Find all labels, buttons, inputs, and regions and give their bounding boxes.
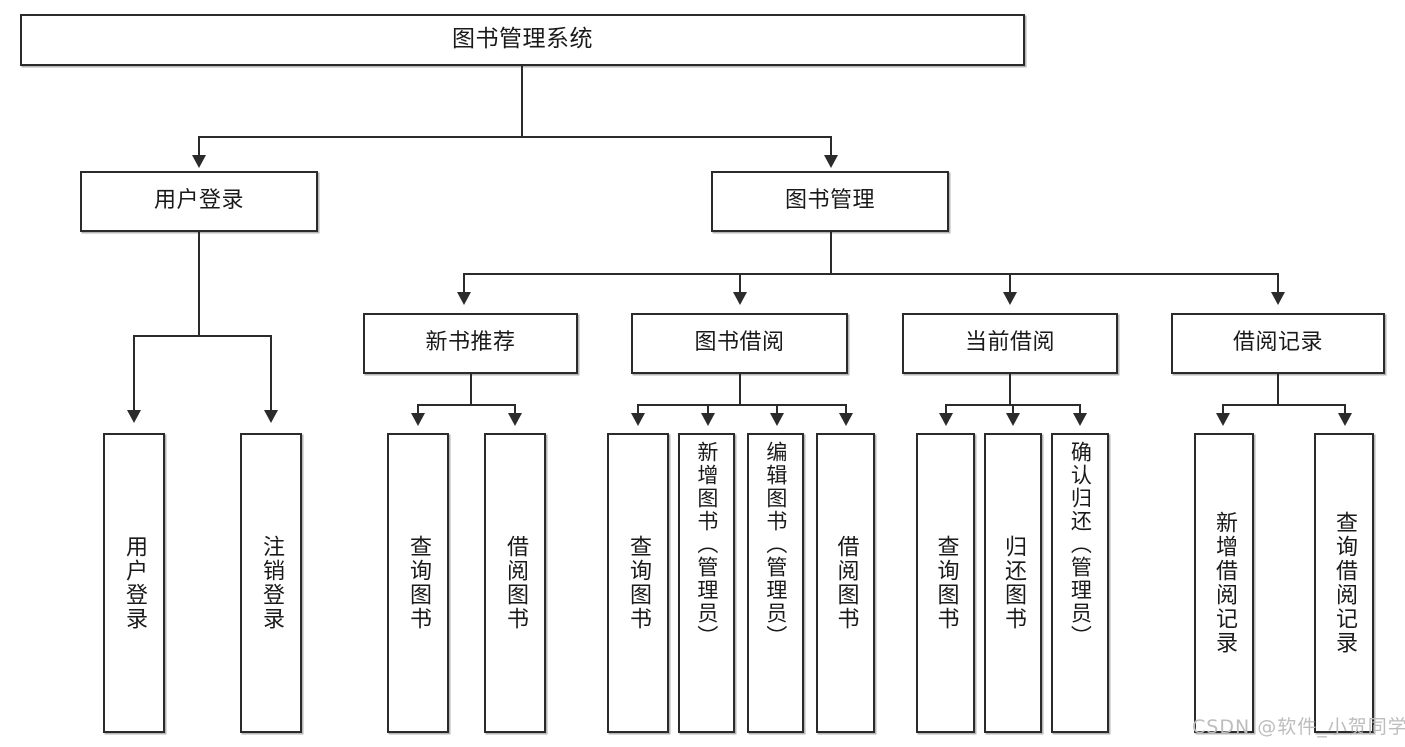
arrow-book-borrow-to-leaf-1 (631, 413, 645, 426)
node-book-borrow[interactable]: 图书借阅 (631, 313, 848, 374)
connector-current-borrow-to-leaf-2 (1012, 404, 1014, 416)
connector-book-manage-bus (463, 273, 1278, 275)
connector-book-borrow-to-leaf-2 (707, 404, 709, 416)
connector-book-manage-to-new-book (463, 273, 465, 295)
leaf-confirm-return-admin[interactable]: 确认归还（管理员） (1051, 433, 1109, 733)
connector-user-login-to-leaf-2 (270, 335, 272, 413)
node-label: 图书管理 (784, 188, 875, 214)
node-root-system[interactable]: 图书管理系统 (20, 14, 1025, 66)
connector-book-borrow-to-leaf-4 (845, 404, 847, 416)
node-label: 确认归还（管理员） (1068, 441, 1093, 648)
leaf-return-book[interactable]: 归还图书 (984, 433, 1042, 733)
connector-book-borrow-bus (637, 404, 847, 406)
node-label: 图书管理系统 (452, 26, 593, 53)
arrow-user-login-to-leaf-2 (264, 410, 278, 423)
connector-user-login-to-leaf-1 (133, 335, 135, 413)
arrow-new-book-to-leaf-1 (411, 413, 425, 426)
leaf-add-borrow-record[interactable]: 新增借阅记录 (1194, 433, 1254, 733)
node-label: 新书推荐 (425, 330, 516, 356)
node-new-book-recommend[interactable]: 新书推荐 (363, 313, 578, 374)
node-label: 用户登录 (153, 188, 244, 214)
node-label: 借阅图书 (833, 535, 859, 631)
connector-book-manage-to-borrow-record (1277, 273, 1279, 295)
arrow-book-borrow-to-leaf-4 (839, 413, 853, 426)
connector-new-book-to-leaf-2 (514, 404, 516, 416)
node-current-borrow[interactable]: 当前借阅 (902, 313, 1118, 374)
connector-current-borrow-to-leaf-3 (1079, 404, 1081, 416)
node-label: 归还图书 (1000, 535, 1026, 631)
arrow-borrow-record-to-leaf-2 (1338, 413, 1352, 426)
connector-borrow-record-to-leaf-2 (1344, 404, 1346, 416)
connector-book-borrow-to-leaf-1 (637, 404, 639, 416)
arrow-book-manage-to-borrow-record (1271, 292, 1285, 305)
arrow-book-borrow-to-leaf-2 (701, 413, 715, 426)
connector-book-manage-stem (830, 232, 832, 274)
arrow-user-login-to-leaf-1 (127, 410, 141, 423)
arrow-root-to-user-login (192, 155, 206, 168)
node-label: 查询图书 (625, 535, 651, 631)
leaf-user-login[interactable]: 用户登录 (103, 433, 165, 733)
connector-book-borrow-to-leaf-3 (776, 404, 778, 416)
connector-root-to-user-login (198, 136, 200, 158)
arrow-book-manage-to-book-borrow (733, 292, 747, 305)
watermark: CSDN @软件_小贺同学 (1192, 716, 1405, 738)
arrow-root-to-book-manage (824, 155, 838, 168)
connector-new-book-to-leaf-1 (417, 404, 419, 416)
leaf-borrow-book[interactable]: 借阅图书 (816, 433, 875, 733)
node-book-management[interactable]: 图书管理 (711, 171, 949, 232)
node-label: 图书借阅 (694, 330, 785, 356)
node-label: 用户登录 (121, 535, 147, 631)
arrow-current-borrow-to-leaf-1 (939, 413, 953, 426)
connector-current-borrow-stem (1009, 374, 1011, 405)
arrow-current-borrow-to-leaf-3 (1073, 413, 1087, 426)
node-label: 当前借阅 (964, 330, 1055, 356)
node-label: 编辑图书（管理员） (763, 441, 788, 648)
node-label: 新增图书（管理员） (694, 441, 719, 648)
leaf-query-borrow-record[interactable]: 查询借阅记录 (1314, 433, 1374, 733)
connector-book-manage-to-current-borrow (1009, 273, 1011, 295)
connector-new-book-stem (470, 374, 472, 405)
arrow-book-manage-to-current-borrow (1003, 292, 1017, 305)
leaf-query-book-recommend[interactable]: 查询图书 (387, 433, 449, 733)
node-label: 查询图书 (405, 535, 431, 631)
node-borrow-record[interactable]: 借阅记录 (1171, 313, 1385, 374)
node-label: 借阅图书 (502, 535, 528, 631)
leaf-query-book-current[interactable]: 查询图书 (916, 433, 975, 733)
leaf-logout[interactable]: 注销登录 (240, 433, 302, 733)
connector-root-bus (198, 136, 832, 138)
node-label: 借阅记录 (1232, 330, 1323, 356)
connector-book-borrow-stem (739, 374, 741, 405)
arrow-borrow-record-to-leaf-1 (1216, 413, 1230, 426)
node-label: 查询借阅记录 (1331, 511, 1357, 655)
connector-user-login-stem (198, 232, 200, 336)
arrow-new-book-to-leaf-2 (508, 413, 522, 426)
connector-borrow-record-to-leaf-1 (1222, 404, 1224, 416)
node-label: 查询图书 (933, 535, 959, 631)
node-user-login[interactable]: 用户登录 (80, 171, 318, 232)
connector-current-borrow-to-leaf-1 (945, 404, 947, 416)
arrow-book-manage-to-new-book (457, 292, 471, 305)
connector-user-login-bus (133, 335, 270, 337)
connector-root-to-book-manage (830, 136, 832, 158)
connector-borrow-record-bus (1222, 404, 1344, 406)
connector-book-manage-to-book-borrow (739, 273, 741, 295)
arrow-current-borrow-to-leaf-2 (1006, 413, 1020, 426)
leaf-add-book-admin[interactable]: 新增图书（管理员） (678, 433, 735, 733)
leaf-query-book-borrow[interactable]: 查询图书 (607, 433, 669, 733)
connector-borrow-record-stem (1277, 374, 1279, 405)
node-label: 注销登录 (258, 535, 284, 631)
arrow-book-borrow-to-leaf-3 (770, 413, 784, 426)
connector-root-stem (521, 66, 523, 137)
leaf-borrow-book-recommend[interactable]: 借阅图书 (484, 433, 546, 733)
leaf-edit-book-admin[interactable]: 编辑图书（管理员） (747, 433, 804, 733)
node-label: 新增借阅记录 (1211, 511, 1237, 655)
connector-new-book-bus (417, 404, 514, 406)
